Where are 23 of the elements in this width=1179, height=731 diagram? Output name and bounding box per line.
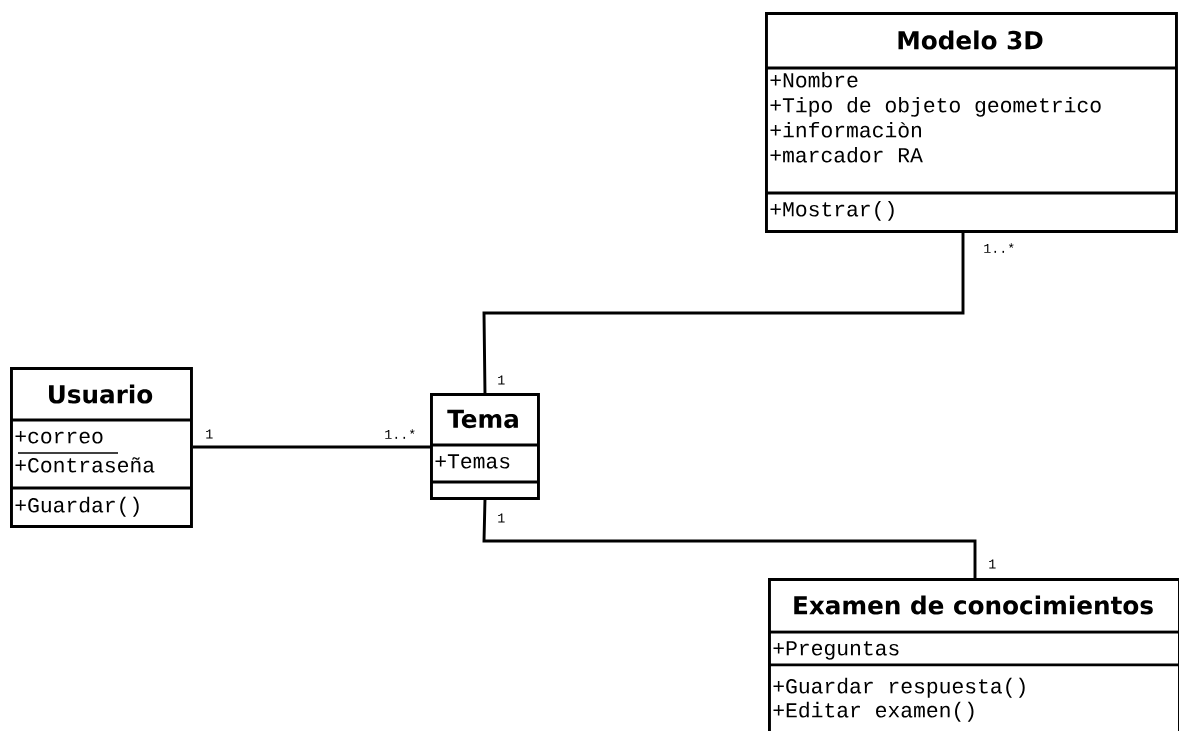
- attribute-text: +marcador RA: [770, 146, 923, 163]
- class-name: Tema: [447, 409, 518, 429]
- attribute-text: +Preguntas: [773, 641, 899, 660]
- method-text: +Guardar respuesta(): [773, 677, 1025, 698]
- method-text: +Mostrar(): [770, 200, 894, 221]
- attribute-text: +Tipo de objeto geometrico: [770, 96, 1101, 117]
- class-name: Modelo 3D: [898, 30, 1043, 50]
- association-line: [482, 499, 977, 578]
- attribute-text: +correo: [15, 431, 103, 444]
- attribute-text: +informaciòn: [770, 121, 921, 138]
- method-text: +Editar examen(): [773, 701, 974, 722]
- multiplicity-label: 1: [498, 375, 505, 385]
- class-name: Usuario: [49, 384, 153, 404]
- class-name: Examen de conocimientos: [794, 595, 1153, 615]
- association-line: [192, 445, 430, 449]
- attribute-text: +Nombre: [770, 71, 858, 88]
- attribute-text: +Temas: [435, 454, 510, 469]
- multiplicity-label: 1..*: [385, 429, 415, 439]
- association-line: [482, 232, 965, 393]
- multiplicity-label: 1: [498, 513, 505, 523]
- multiplicity-label: 1: [206, 429, 213, 439]
- method-text: +Guardar(): [15, 496, 139, 517]
- attribute-text: +Contraseña: [15, 457, 155, 473]
